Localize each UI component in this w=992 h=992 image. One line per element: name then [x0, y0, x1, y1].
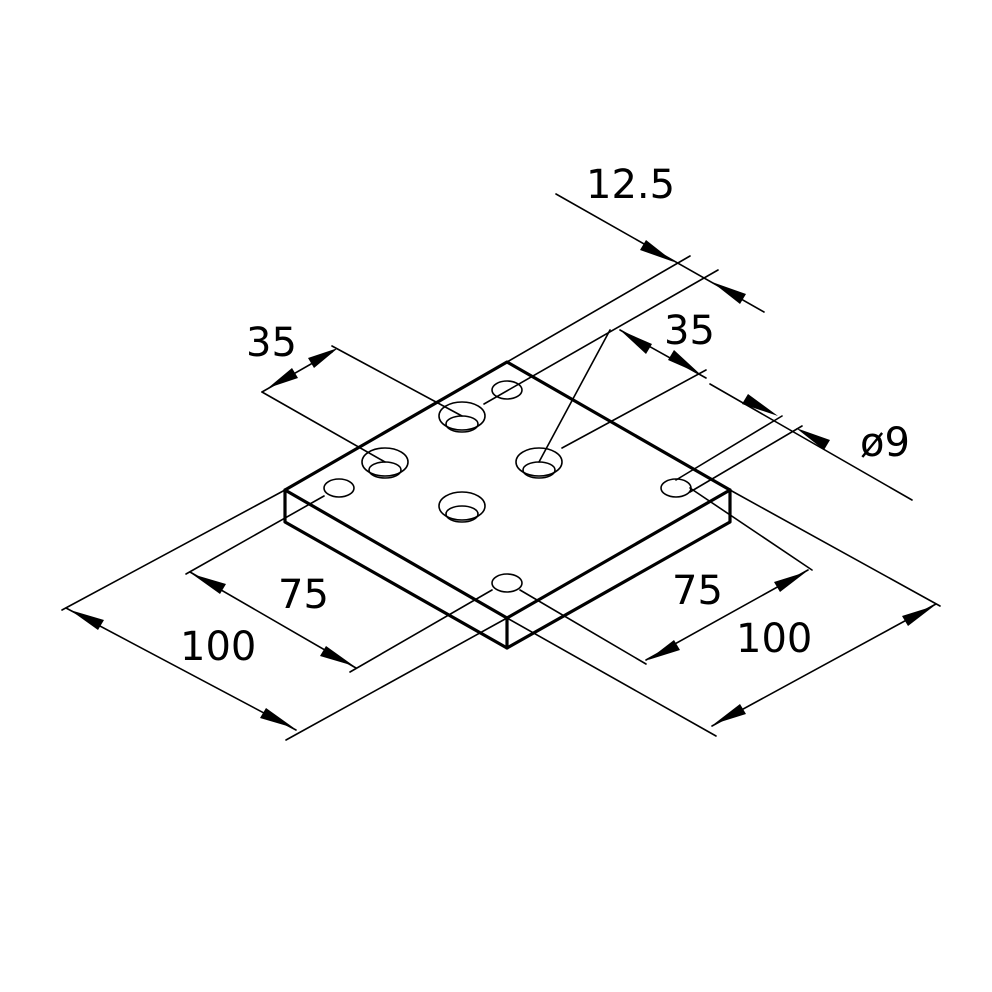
label-12-5: 12.5: [586, 162, 675, 208]
hole-small-top: [491, 380, 523, 400]
ext-top-hole: [483, 269, 719, 405]
arrow-100-right-b: [902, 606, 934, 626]
ext-right-corner: [729, 489, 941, 607]
ext-front-hole-left: [349, 589, 493, 673]
ext-right-hole-a: [538, 329, 611, 463]
arrow-75-right-a: [648, 640, 680, 660]
arrow-12-5-a: [640, 240, 674, 262]
plate-top-face: [283, 360, 732, 620]
dimension-labels: 12.5 35 35 ø9 75 100 75 100: [180, 162, 910, 670]
label-35-left: 35: [246, 320, 297, 366]
hole-small-left: [323, 478, 355, 498]
arrow-100-right-a: [714, 704, 746, 724]
arrow-35-left-b: [308, 348, 338, 368]
dim-line-100-right: [711, 603, 937, 727]
label-100-right: 100: [736, 616, 812, 662]
ext-right-small-c: [689, 487, 813, 571]
arrow-12-5-b: [712, 282, 746, 304]
ext-back-hole: [331, 345, 463, 417]
ext-left-corner: [61, 489, 286, 611]
arrowheads: [70, 240, 934, 728]
label-100-left: 100: [180, 624, 256, 670]
arrow-75-left-b: [320, 646, 354, 666]
label-75-right: 75: [672, 568, 723, 614]
arrow-dia9-b: [796, 428, 830, 450]
arrow-75-right-b: [774, 572, 806, 592]
ext-right-small-b: [689, 425, 803, 493]
label-35-right: 35: [664, 308, 715, 354]
arrow-35-right-a: [620, 330, 652, 354]
ext-front-corner-left: [285, 617, 508, 741]
ext-left-hole-lower: [185, 495, 325, 575]
ext-left-hole-upper: [261, 391, 386, 463]
dim-line-100-left: [65, 607, 297, 731]
arrow-35-left-a: [268, 368, 298, 388]
ext-back-corner: [506, 255, 691, 363]
hole-small-right: [660, 478, 692, 498]
arrow-dia9-a: [742, 394, 778, 416]
extension-lines: [61, 255, 941, 741]
ext-right-small-a: [675, 415, 783, 481]
ext-right-hole-b: [561, 369, 707, 449]
arrow-35-right-b: [668, 350, 700, 374]
arrow-75-left-a: [192, 574, 226, 594]
hole-counterbore-front: [438, 491, 486, 523]
arrow-100-left-b: [260, 708, 294, 728]
label-dia9: ø9: [860, 420, 910, 466]
ext-front-corner-right: [506, 617, 717, 737]
holes: [323, 380, 692, 593]
arrow-100-left-a: [70, 610, 104, 630]
ext-front-hole-right: [519, 589, 647, 665]
plate-body: [283, 360, 732, 650]
label-75-left: 75: [278, 572, 329, 618]
hole-small-front: [491, 573, 523, 593]
hole-counterbore-right: [515, 447, 563, 479]
